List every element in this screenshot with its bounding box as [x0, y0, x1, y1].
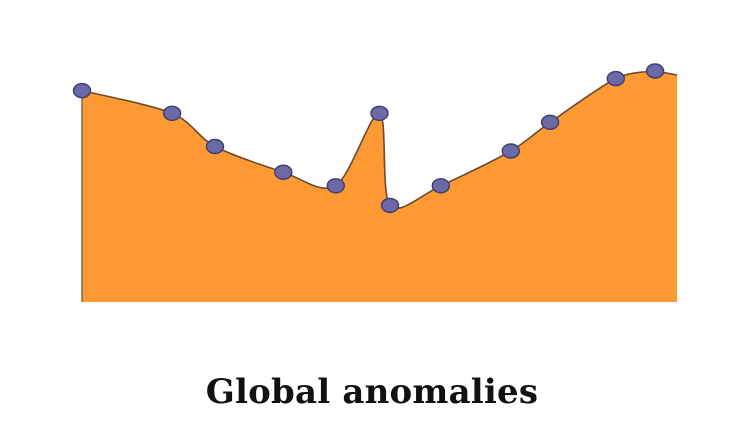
anomaly-area-chart — [72, 63, 678, 302]
data-point-marker — [370, 105, 389, 122]
data-point-marker — [645, 63, 665, 79]
figure-caption: Global anomalies — [205, 372, 539, 412]
data-point-marker — [274, 164, 293, 180]
data-point-marker — [501, 143, 520, 159]
data-point-marker — [431, 178, 450, 194]
data-point-marker — [72, 82, 92, 99]
area-fill — [82, 71, 677, 302]
data-point-marker — [326, 178, 345, 194]
data-point-marker — [162, 105, 182, 122]
data-point-marker — [380, 197, 400, 214]
data-point-markers — [72, 63, 665, 214]
data-point-marker — [205, 138, 225, 155]
data-point-marker — [606, 70, 625, 87]
data-point-marker — [540, 114, 560, 131]
